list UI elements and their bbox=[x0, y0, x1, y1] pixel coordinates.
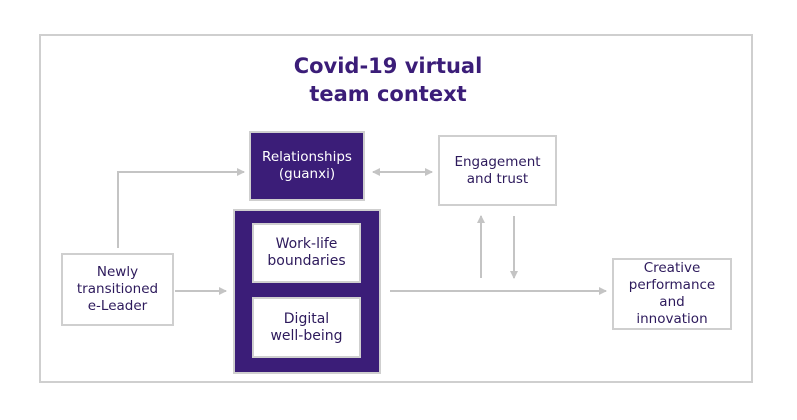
node-digital: Digital well-being bbox=[252, 297, 361, 358]
node-e-leader: Newly transitioned e-Leader bbox=[61, 253, 174, 326]
diagram-title: Covid-19 virtual team context bbox=[293, 54, 483, 106]
node-work-life: Work-life boundaries bbox=[252, 223, 361, 283]
node-engagement: Engagement and trust bbox=[438, 135, 557, 206]
node-creative: Creative performance and innovation bbox=[612, 258, 732, 330]
diagram-frame bbox=[39, 34, 753, 383]
arrow-leader-to-relationships bbox=[117, 168, 245, 248]
node-relationships: Relationships (guanxi) bbox=[249, 131, 365, 201]
